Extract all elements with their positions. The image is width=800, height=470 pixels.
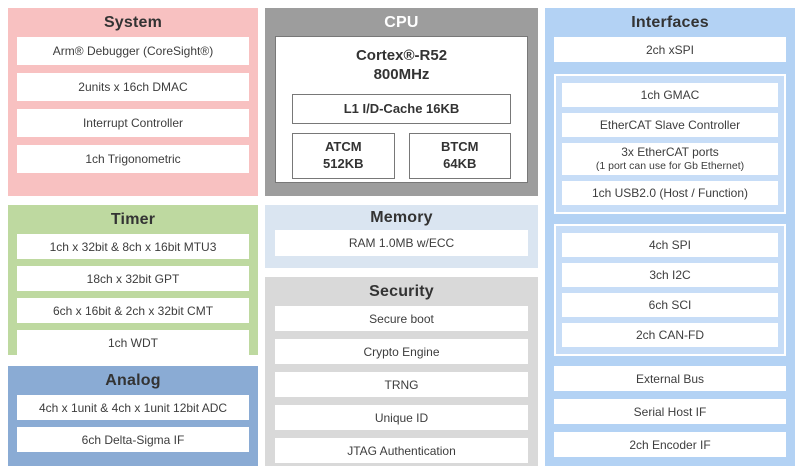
- timer-row-gpt: 18ch x 32bit GPT: [17, 266, 249, 291]
- security-row-jtag-auth: JTAG Authentication: [275, 438, 528, 463]
- system-title: System: [103, 14, 163, 31]
- system-row-arm-debugger: Arm® Debugger (CoreSight®): [17, 37, 249, 65]
- cpu-core-frequency: 800MHz: [373, 65, 430, 83]
- interfaces-row-usb: 1ch USB2.0 (Host / Function): [562, 181, 778, 205]
- cpu-block: CPU Cortex®-R52 800MHz L1 I/D-Cache 16KB…: [265, 8, 538, 196]
- spacer: [554, 70, 786, 72]
- system-row-interrupt-controller: Interrupt Controller: [17, 109, 249, 137]
- atcm-label: ATCM: [324, 138, 362, 154]
- security-row-trng: TRNG: [275, 372, 528, 397]
- interfaces-row-ethercat-ports: 3x EtherCAT ports (1 port can use for Gb…: [562, 143, 778, 175]
- interfaces-row-i2c: 3ch I2C: [562, 263, 778, 287]
- btcm-label: BTCM: [440, 138, 479, 154]
- memory-block: Memory RAM 1.0MB w/ECC: [265, 205, 538, 268]
- atcm-size: 512KB: [323, 155, 364, 171]
- system-block: System Arm® Debugger (CoreSight®) 2units…: [8, 8, 258, 196]
- memory-row-ram: RAM 1.0MB w/ECC: [275, 230, 528, 256]
- ethercat-ports-note: (1 port can use for Gb Ethernet): [595, 159, 745, 172]
- timer-row-mtu3: 1ch x 32bit & 8ch x 16bit MTU3: [17, 234, 249, 259]
- security-title: Security: [369, 283, 434, 300]
- system-row-trigonometric: 1ch Trigonometric: [17, 145, 249, 173]
- interfaces-row-canfd: 2ch CAN-FD: [562, 323, 778, 347]
- interfaces-row-ethercat-slave: EtherCAT Slave Controller: [562, 113, 778, 137]
- cpu-core-box: Cortex®-R52 800MHz L1 I/D-Cache 16KB ATC…: [275, 36, 528, 183]
- cpu-btcm-box: BTCM 64KB: [408, 132, 511, 179]
- security-row-crypto-engine: Crypto Engine: [275, 339, 528, 364]
- interfaces-ethernet-group: 1ch GMAC EtherCAT Slave Controller 3x Et…: [554, 74, 786, 214]
- memory-title: Memory: [370, 209, 433, 226]
- security-block: Security Secure boot Crypto Engine TRNG …: [265, 277, 538, 466]
- cpu-core-model: Cortex®-R52: [355, 47, 448, 64]
- interfaces-row-serial-host: Serial Host IF: [554, 399, 786, 424]
- cpu-core-name: Cortex®-R52 800MHz: [288, 45, 515, 85]
- cpu-atcm-box: ATCM 512KB: [292, 132, 395, 179]
- ethercat-ports-main: 3x EtherCAT ports: [621, 145, 719, 160]
- timer-block: Timer 1ch x 32bit & 8ch x 16bit MTU3 18c…: [8, 205, 258, 355]
- analog-row-adc: 4ch x 1unit & 4ch x 1unit 12bit ADC: [17, 395, 249, 420]
- analog-block: Analog 4ch x 1unit & 4ch x 1unit 12bit A…: [8, 366, 258, 466]
- timer-title: Timer: [110, 211, 156, 228]
- system-row-dmac: 2units x 16ch DMAC: [17, 73, 249, 101]
- timer-row-wdt: 1ch WDT: [17, 330, 249, 355]
- btcm-size: 64KB: [443, 155, 477, 171]
- interfaces-row-spi: 4ch SPI: [562, 233, 778, 257]
- cpu-tcm-row: ATCM 512KB BTCM 64KB: [292, 132, 511, 179]
- timer-row-cmt: 6ch x 16bit & 2ch x 32bit CMT: [17, 298, 249, 323]
- analog-row-delta-sigma: 6ch Delta-Sigma IF: [17, 427, 249, 452]
- interfaces-row-encoder: 2ch Encoder IF: [554, 432, 786, 457]
- interfaces-serial-group: 4ch SPI 3ch I2C 6ch SCI 2ch CAN-FD: [554, 224, 786, 356]
- interfaces-row-xspi: 2ch xSPI: [554, 37, 786, 62]
- analog-title: Analog: [105, 372, 161, 389]
- security-row-secure-boot: Secure boot: [275, 306, 528, 331]
- interfaces-row-external-bus: External Bus: [554, 366, 786, 391]
- interfaces-row-gmac: 1ch GMAC: [562, 83, 778, 107]
- cpu-title: CPU: [384, 14, 419, 31]
- interfaces-block: Interfaces 2ch xSPI 1ch GMAC EtherCAT Sl…: [545, 8, 795, 466]
- cpu-cache-box: L1 I/D-Cache 16KB: [292, 93, 511, 124]
- interfaces-title: Interfaces: [631, 14, 709, 31]
- security-row-unique-id: Unique ID: [275, 405, 528, 430]
- interfaces-row-sci: 6ch SCI: [562, 293, 778, 317]
